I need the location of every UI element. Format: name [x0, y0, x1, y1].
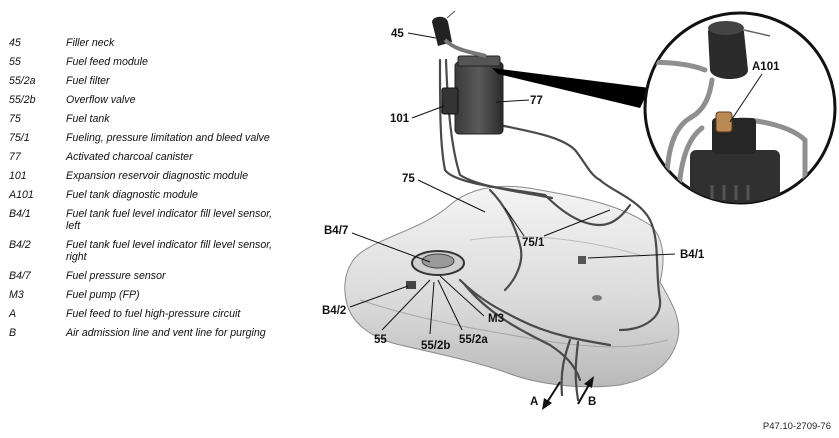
legend-desc: Fuel pump (FP): [66, 289, 140, 301]
legend-row: 55/2b Overflow valve: [9, 94, 279, 106]
figure-reference: P47.10-2709-76: [762, 421, 831, 432]
callout-75-1: 75/1: [522, 237, 545, 249]
fuel-level-sensor-right: [406, 281, 416, 289]
legend-code: A: [9, 308, 17, 320]
legend-code: B4/1: [9, 208, 31, 220]
legend-row: B4/2 Fuel tank fuel level indicator fill …: [9, 239, 279, 263]
legend-code: B4/7: [9, 270, 31, 282]
zoom-connector: [492, 68, 650, 108]
zoom-filler-neck-top: [708, 21, 744, 35]
callout-b4-1: B4/1: [680, 249, 705, 261]
charcoal-canister: [454, 61, 504, 135]
callout-m3: M3: [488, 313, 504, 325]
legend-code: 77: [9, 151, 21, 163]
fuel-feed-module-cap: [421, 253, 455, 269]
legend-desc: Activated charcoal canister: [66, 151, 193, 163]
legend-row: 101 Expansion reservoir diagnostic module: [9, 170, 279, 182]
arrow-b: [577, 376, 594, 405]
zoom-canister: [690, 150, 780, 203]
legend-code: 55/2a: [9, 75, 36, 87]
legend-code: 55/2b: [9, 94, 36, 106]
arrow-a: [542, 381, 561, 410]
legend-code: 55: [9, 56, 21, 68]
legend-row: A Fuel feed to fuel high-pressure circuit: [9, 308, 279, 320]
legend-desc: Fuel tank diagnostic module: [66, 189, 198, 201]
legend-row: 55 Fuel feed module: [9, 56, 279, 68]
callout-101: 101: [390, 113, 410, 125]
tank-ridge: [469, 236, 641, 256]
legend-row: 45 Filler neck: [9, 37, 279, 49]
zoom-filler-neck: [708, 22, 748, 79]
legend-code: 101: [9, 170, 27, 182]
zoom-filler-neck-pin: [743, 29, 771, 37]
legend-code: B: [9, 327, 17, 339]
legend-row: B4/1 Fuel tank fuel level indicator fill …: [9, 208, 279, 232]
legend-code: A101: [9, 189, 34, 201]
legend-code: 75: [9, 113, 21, 125]
legend-desc: Filler neck: [66, 37, 115, 49]
callout-b4-7: B4/7: [324, 225, 348, 237]
legend-desc: Overflow valve: [66, 94, 136, 106]
callout-a101: A101: [752, 61, 780, 73]
legend-code: M3: [9, 289, 24, 301]
tank-drain-plug: [592, 295, 602, 301]
callout-b: B: [588, 396, 596, 408]
legend-code: 45: [9, 37, 21, 49]
callout-75: 75: [402, 173, 415, 185]
legend-row: A101 Fuel tank diagnostic module: [9, 189, 279, 201]
callout-b4-2: B4/2: [322, 305, 346, 317]
legend-row: B4/7 Fuel pressure sensor: [9, 270, 279, 282]
legend-code: B4/2: [9, 239, 31, 251]
legend-row: 77 Activated charcoal canister: [9, 151, 279, 163]
leader-lines: [349, 32, 763, 335]
legend-row: 75 Fuel tank: [9, 113, 279, 125]
zoom-canister-ribs: [710, 185, 750, 200]
legend-desc: Fuel tank fuel level indicator fill leve…: [66, 239, 273, 263]
legend-desc: Expansion reservoir diagnostic module: [66, 170, 248, 182]
filler-neck-pipe: [443, 38, 487, 58]
zoom-diagnostic-module-a101: [715, 111, 733, 133]
legend-row: 75/1 Fueling, pressure limitation and ble…: [9, 132, 279, 144]
legend-desc: Air admission line and vent line for pur…: [66, 327, 266, 339]
fuel-lines: [438, 58, 662, 402]
legend-row: 55/2a Fuel filter: [9, 75, 279, 87]
callout-a: A: [530, 396, 538, 408]
fuel-level-sensor-left: [578, 256, 586, 264]
legend-desc: Fuel pressure sensor: [66, 270, 166, 282]
legend-row: B Air admission line and vent line for pu…: [9, 327, 279, 339]
legend-desc: Fuel feed module: [66, 56, 148, 68]
legend-row: M3 Fuel pump (FP): [9, 289, 279, 301]
callout-77: 77: [530, 95, 543, 107]
canister-top: [457, 55, 501, 67]
legend-desc: Fuel feed to fuel high-pressure circuit: [66, 308, 241, 320]
legend-code: 75/1: [9, 132, 30, 144]
fuel-tank: [344, 185, 680, 388]
filler-neck: [432, 16, 452, 46]
fuel-system-diagram: 45 77 101 A101 75 B4/7 75/1 B4/1 B4/2 M3…: [322, 10, 837, 410]
legend-desc: Fuel tank fuel level indicator fill leve…: [66, 208, 273, 232]
callout-55-2a: 55/2a: [459, 334, 488, 346]
filler-neck-pin: [446, 10, 456, 19]
diagnostic-module-101: [441, 87, 459, 115]
legend-desc: Fuel tank: [66, 113, 110, 125]
callout-55-2b: 55/2b: [421, 340, 450, 352]
legend-desc: Fueling, pressure limitation and bleed v…: [66, 132, 270, 144]
callout-45: 45: [391, 28, 404, 40]
legend-desc: Fuel filter: [66, 75, 110, 87]
callout-55: 55: [374, 334, 387, 346]
